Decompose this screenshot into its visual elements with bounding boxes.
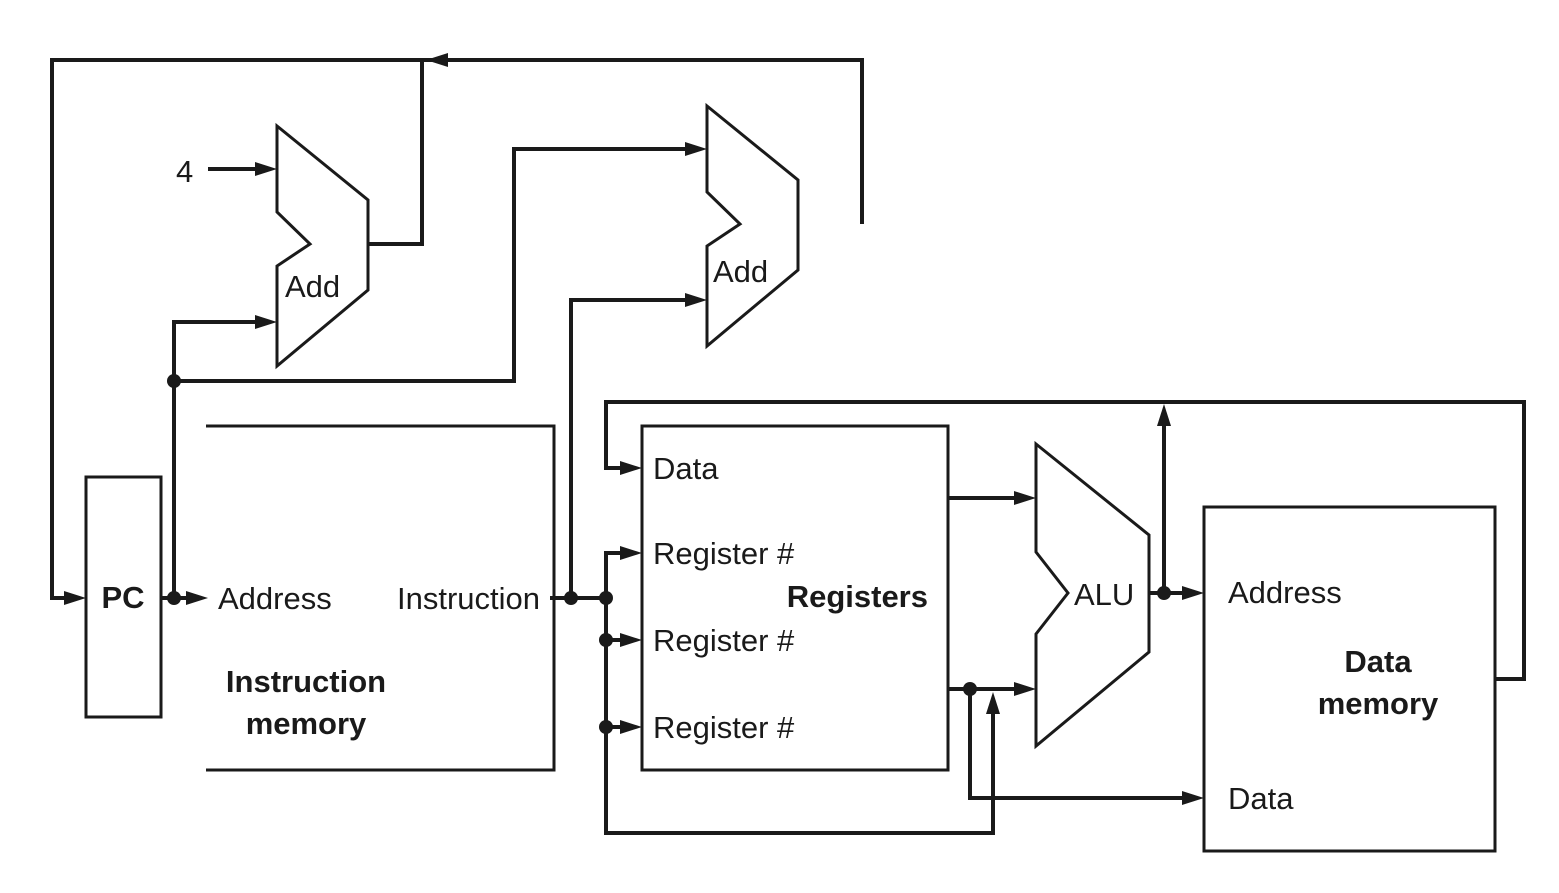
- junction-dot: [963, 682, 977, 696]
- arrowhead: [186, 591, 208, 605]
- junction-dot: [167, 591, 181, 605]
- arrowhead: [1182, 586, 1204, 600]
- pc-adder-label: Add: [285, 269, 340, 304]
- constant-four-label: 4: [176, 154, 193, 189]
- instruction-memory-output-label: Instruction: [397, 581, 540, 616]
- arrowhead: [1014, 491, 1036, 505]
- arrowhead: [64, 591, 86, 605]
- wire-writeback: [604, 400, 1526, 681]
- arrowhead: [1014, 682, 1036, 696]
- instruction-memory-block: [206, 424, 556, 772]
- arrowhead: [255, 162, 277, 176]
- register-port-regnum-1-label: Register #: [653, 536, 795, 571]
- instruction-memory-title-line1: Instruction: [226, 664, 386, 699]
- arrowhead: [620, 720, 642, 734]
- arrowhead: [1182, 791, 1204, 805]
- branch-adder: [705, 102, 800, 350]
- instruction-memory-title-line2: memory: [246, 706, 367, 741]
- branch-adder-label: Add: [713, 254, 768, 289]
- wire-read2-to-memory: [968, 687, 1194, 800]
- register-port-regnum-3-label: Register #: [653, 710, 795, 745]
- junction-dot: [167, 374, 181, 388]
- junction-dot: [599, 633, 613, 647]
- wire-regnum-bus: [604, 551, 995, 835]
- arrowhead: [426, 53, 448, 67]
- arrowhead: [986, 692, 1000, 714]
- junction-dot: [599, 720, 613, 734]
- arrowhead: [620, 461, 642, 475]
- wire-pc-to-branch-adder: [172, 147, 696, 383]
- arrowhead: [1157, 404, 1171, 426]
- pc-adder: [275, 122, 370, 370]
- pc-label: PC: [101, 580, 144, 615]
- register-file: [640, 424, 950, 772]
- data-memory-title-line1: Data: [1344, 644, 1412, 679]
- wire-pc-adder-output: [366, 58, 424, 246]
- wire-instruction-to-branch-adder: [569, 298, 696, 600]
- arrowheads: [64, 53, 1204, 805]
- data-memory-data-label: Data: [1228, 781, 1294, 816]
- arrowhead: [685, 293, 707, 307]
- arrowhead: [620, 546, 642, 560]
- arrowhead: [620, 633, 642, 647]
- data-memory-address-label: Address: [1228, 575, 1342, 610]
- arrowhead: [685, 142, 707, 156]
- alu-unit: [1034, 440, 1151, 750]
- register-port-regnum-2-label: Register #: [653, 623, 795, 658]
- data-memory-title-line2: memory: [1318, 686, 1439, 721]
- junction-dot: [1157, 586, 1171, 600]
- junction-dot: [599, 591, 613, 605]
- wire-pc-to-adder: [172, 320, 266, 600]
- register-port-data-label: Data: [653, 451, 719, 486]
- junction-dots: [167, 374, 1171, 734]
- instruction-memory-address-label: Address: [218, 581, 332, 616]
- registers-title: Registers: [787, 579, 928, 614]
- junction-dot: [564, 591, 578, 605]
- wire-next-pc-to-pc: [50, 58, 864, 600]
- alu-label: ALU: [1074, 577, 1134, 612]
- data-memory-block: [1202, 505, 1497, 853]
- arrowhead: [255, 315, 277, 329]
- pc-register: [84, 475, 163, 719]
